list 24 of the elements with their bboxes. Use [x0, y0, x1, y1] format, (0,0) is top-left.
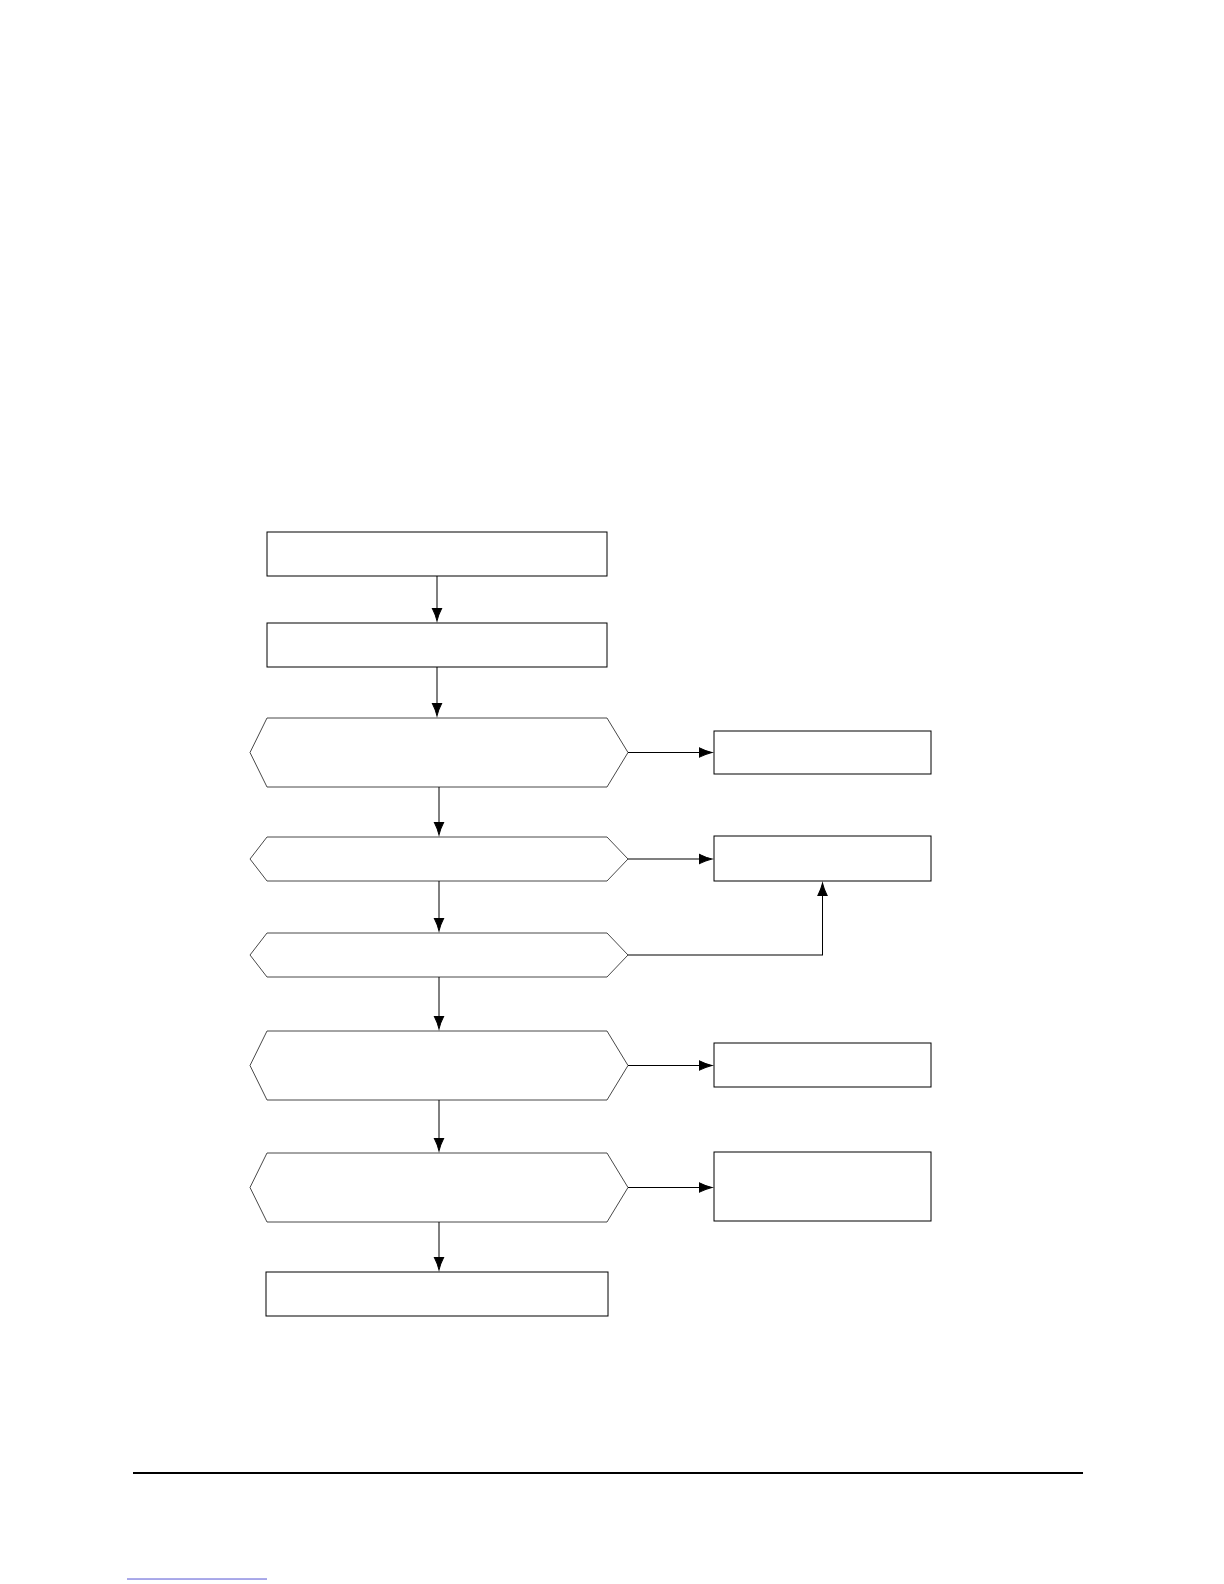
decision-hexagon	[249, 932, 629, 978]
arrow	[431, 666, 443, 717]
process-box	[266, 622, 608, 668]
arrow	[431, 575, 443, 622]
arrow	[433, 1099, 445, 1152]
arrow	[627, 853, 713, 865]
process-box	[265, 1271, 609, 1317]
arrow	[627, 747, 713, 758]
decision-hexagon	[249, 1152, 629, 1223]
process-box	[713, 835, 932, 882]
arrow	[627, 1060, 713, 1071]
arrow	[627, 1182, 713, 1193]
decision-hexagon	[249, 1030, 629, 1101]
process-box	[266, 531, 608, 577]
arrow	[627, 882, 828, 956]
process-box	[713, 1151, 932, 1222]
arrow	[433, 880, 445, 932]
decision-hexagon	[249, 717, 629, 788]
process-box	[713, 1042, 932, 1088]
arrow	[433, 1221, 445, 1271]
arrow	[433, 976, 445, 1030]
arrow	[433, 786, 445, 836]
process-box	[713, 730, 932, 775]
decision-hexagon	[249, 836, 629, 882]
